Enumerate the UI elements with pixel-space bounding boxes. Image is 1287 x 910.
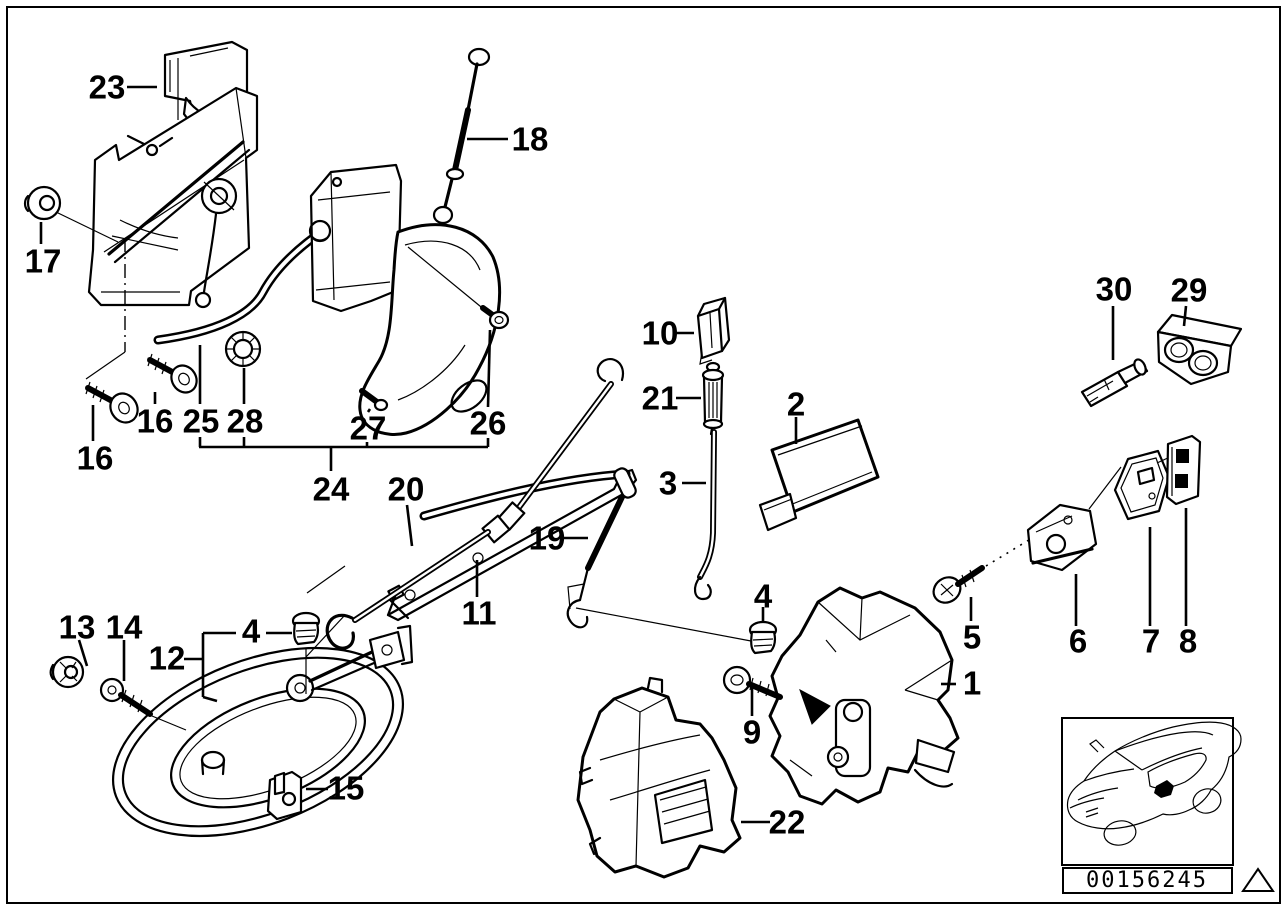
- callout-part-14-18[interactable]: 14: [106, 609, 143, 646]
- door-location-marker: [1154, 780, 1174, 798]
- callout-part-2-16[interactable]: 2: [787, 386, 805, 423]
- part-17-grommet: [23, 185, 62, 221]
- callout-part-22-24[interactable]: 22: [769, 804, 806, 841]
- part-29-lamp-housing: [1156, 313, 1243, 386]
- part-2-actuator: [758, 418, 880, 532]
- callout-part-24-9[interactable]: 24: [313, 471, 350, 508]
- part-20-carrier-plate: [386, 468, 638, 622]
- part-22-shield: [576, 676, 742, 879]
- callout-part-27-7[interactable]: 27: [350, 410, 387, 447]
- callout-part-9-23[interactable]: 9: [743, 714, 761, 751]
- car-inset-frame: [1061, 717, 1234, 866]
- part-26-screw: [407, 246, 510, 330]
- callout-part-15-22[interactable]: 15: [328, 770, 365, 807]
- part-8-cover: [1165, 434, 1202, 506]
- callout-part-13-17[interactable]: 13: [59, 609, 96, 646]
- callout-part-28-6[interactable]: 28: [227, 403, 264, 440]
- callout-part-11-12[interactable]: 11: [462, 595, 497, 632]
- callout-part-5-26[interactable]: 5: [963, 619, 981, 656]
- part-15-bracket: [266, 770, 303, 821]
- part-12-interior-handle: [111, 624, 414, 838]
- part-10-connector: [696, 296, 731, 365]
- part-3-rod: [693, 429, 717, 601]
- part-9-bolt: [722, 665, 783, 700]
- car-position-inset: 00156245: [1061, 717, 1275, 894]
- callout-part-25-5[interactable]: 25: [183, 403, 220, 440]
- callout-part-17-1[interactable]: 17: [25, 243, 62, 280]
- callout-part-19-11[interactable]: 19: [529, 520, 566, 557]
- callout-part-1-25[interactable]: 1: [963, 665, 981, 702]
- image-number-box: [1062, 867, 1233, 894]
- part-24-outer-handle: [358, 223, 502, 436]
- part-1-door-lock: [768, 586, 960, 806]
- callout-part-8-29[interactable]: 8: [1179, 623, 1197, 660]
- leader-lines: [39, 85, 1188, 824]
- image-number-text: 00156245: [1086, 868, 1208, 893]
- part-21-pin: [701, 361, 725, 436]
- part-27-pin: [359, 388, 389, 412]
- part-13-plug: [49, 655, 85, 689]
- part-6-striker: [1026, 466, 1122, 572]
- callout-part-29-31[interactable]: 29: [1171, 272, 1208, 309]
- part-23-handle-carrier: [87, 40, 259, 309]
- car-thumbnail: [1066, 721, 1242, 846]
- part-4-grommet-handle: [291, 565, 346, 694]
- part-19-rod: [566, 467, 752, 642]
- callout-part-4-21[interactable]: 4: [754, 578, 773, 615]
- part-25-gasket-strip: [153, 223, 332, 345]
- part-18-rod: [432, 47, 491, 225]
- warning-triangle-icon: [1241, 867, 1275, 892]
- part-5-screw: [932, 528, 1048, 604]
- callout-part-12-19[interactable]: 12: [149, 640, 186, 677]
- callout-part-3-15[interactable]: 3: [659, 465, 677, 502]
- callout-part-23-0[interactable]: 23: [89, 69, 126, 106]
- part-30-bulb-socket: [1080, 358, 1149, 408]
- callout-part-30-30[interactable]: 30: [1096, 271, 1133, 308]
- callout-part-26-8[interactable]: 26: [470, 405, 507, 442]
- part-4-grommet-lock: [748, 620, 778, 655]
- part-28-rosette: [224, 330, 262, 368]
- callout-part-6-27[interactable]: 6: [1069, 623, 1087, 660]
- callout-part-10-13[interactable]: 10: [642, 315, 679, 352]
- callout-part-18-2[interactable]: 18: [512, 121, 549, 158]
- part-11-bowden-cable: [325, 357, 625, 650]
- callout-part-4-20[interactable]: 4: [242, 613, 261, 650]
- callout-part-16-4[interactable]: 16: [137, 403, 174, 440]
- callout-part-21-14[interactable]: 21: [642, 380, 679, 417]
- part-14-screw: [99, 677, 187, 731]
- callout-part-7-28[interactable]: 7: [1142, 623, 1160, 660]
- callout-part-16-3[interactable]: 16: [77, 440, 114, 477]
- part-16-screws: [85, 353, 198, 424]
- callout-part-20-10[interactable]: 20: [388, 471, 425, 508]
- part-24-handle-bracket: [308, 163, 403, 313]
